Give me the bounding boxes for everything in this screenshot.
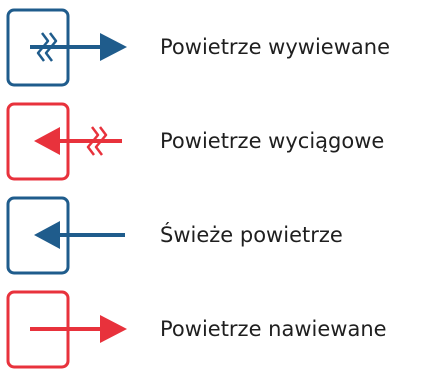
legend-item-fresh-air: Świeże powietrze — [0, 188, 432, 282]
legend-label-extract-air: Powietrze wyciągowe — [160, 129, 385, 153]
legend-item-extract-air: Powietrze wyciągowe — [0, 94, 432, 188]
fresh-air-icon — [6, 196, 125, 275]
exhaust-air-icon — [6, 8, 127, 87]
legend-item-exhaust-air: Powietrze wywiewane — [0, 0, 432, 94]
legend-label-exhaust-air: Powietrze wywiewane — [160, 35, 390, 59]
legend-label-supply-air: Powietrze nawiewane — [160, 317, 387, 341]
supply-air-icon — [6, 290, 127, 369]
legend-label-fresh-air: Świeże powietrze — [160, 223, 343, 247]
extract-air-icon — [6, 102, 122, 181]
legend-item-supply-air: Powietrze nawiewane — [0, 282, 432, 376]
